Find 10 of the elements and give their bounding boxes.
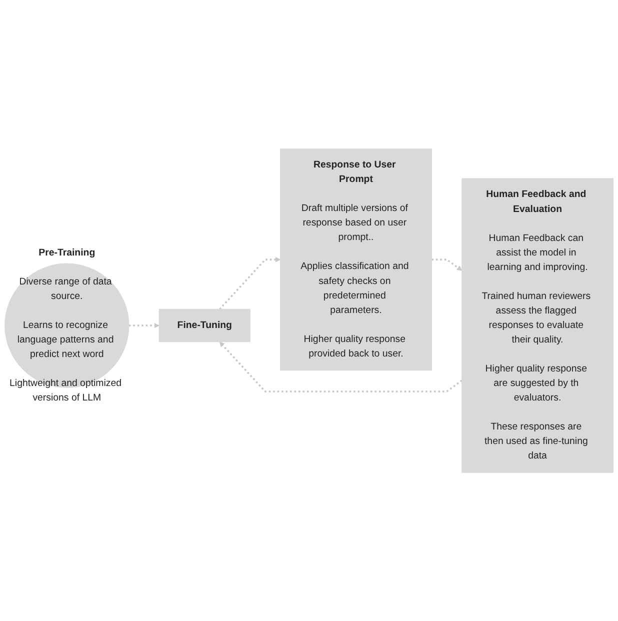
node-circle: Diverse range of data source. Learns to recognize language patterns and predict next word Lightweight and optimized [4, 263, 130, 388]
node-box: Human Feedback and Evaluation Human Feedback can assist the model in learning and improving. Trained human reviewers assess the flagged responses to evaluate their quality. Higher quality response are suggested by th evaluators. These responses are then used as fine-tuning data [462, 178, 614, 473]
node-label: versions of LLM [32, 392, 102, 403]
arrow [432, 258, 462, 271]
node-box: Response to User Prompt Draft multiple versions of response based on user prompt.. Applies classification and safety checks on predetermined parameters. Higher quality response provided back to user. [280, 148, 432, 370]
arrow [219, 341, 462, 392]
arrow [128, 322, 160, 328]
node-label: Pre-Training [38, 247, 96, 258]
node-box: Fine-Tuning [158, 308, 250, 342]
arrow [218, 256, 281, 310]
